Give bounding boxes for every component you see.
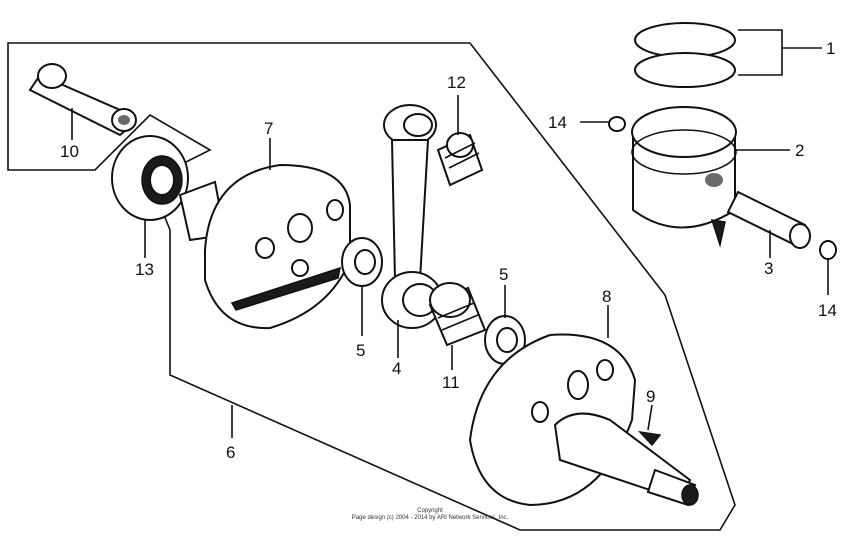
callout-11: 11 xyxy=(442,373,460,392)
thrust-washer-left xyxy=(341,237,383,287)
pin-clip-right xyxy=(819,240,837,260)
callout-14-left: 14 xyxy=(548,113,567,132)
needle-bearing-big-end xyxy=(428,282,487,347)
needle-bearing-small-end xyxy=(436,132,484,187)
crankshaft-left-half xyxy=(178,163,351,330)
callout-5-left: 5 xyxy=(356,341,365,360)
piston-pin xyxy=(726,190,811,249)
callout-5-right: 5 xyxy=(499,265,508,284)
callout-3: 3 xyxy=(764,259,773,278)
callout-7: 7 xyxy=(264,119,273,138)
connecting-rod xyxy=(381,104,443,329)
copyright-line-1: Copyright xyxy=(417,508,443,514)
crank-pin xyxy=(28,63,137,137)
callout-10: 10 xyxy=(60,142,79,161)
callout-2: 2 xyxy=(795,141,804,160)
callout-9: 9 xyxy=(646,387,655,406)
callout-12: 12 xyxy=(447,73,466,92)
callout-6: 6 xyxy=(226,443,235,462)
callout-8: 8 xyxy=(602,287,611,306)
oil-seal xyxy=(111,135,189,221)
assembly-outline xyxy=(7,42,736,531)
callout-4: 4 xyxy=(392,359,401,378)
woodruff-key xyxy=(638,430,662,447)
copyright-notice: Copyright Page design (c) 2004 - 2014 by… xyxy=(330,508,530,522)
callout-13: 13 xyxy=(135,260,154,279)
piston xyxy=(631,106,737,248)
crankshaft-right-half xyxy=(468,333,699,507)
callout-1: 1 xyxy=(826,39,835,58)
pin-clip-left xyxy=(608,116,626,132)
callout-14-right: 14 xyxy=(818,301,837,320)
copyright-line-2: Page design (c) 2004 - 2014 by ARI Netwo… xyxy=(351,515,509,521)
piston-rings xyxy=(634,22,736,88)
